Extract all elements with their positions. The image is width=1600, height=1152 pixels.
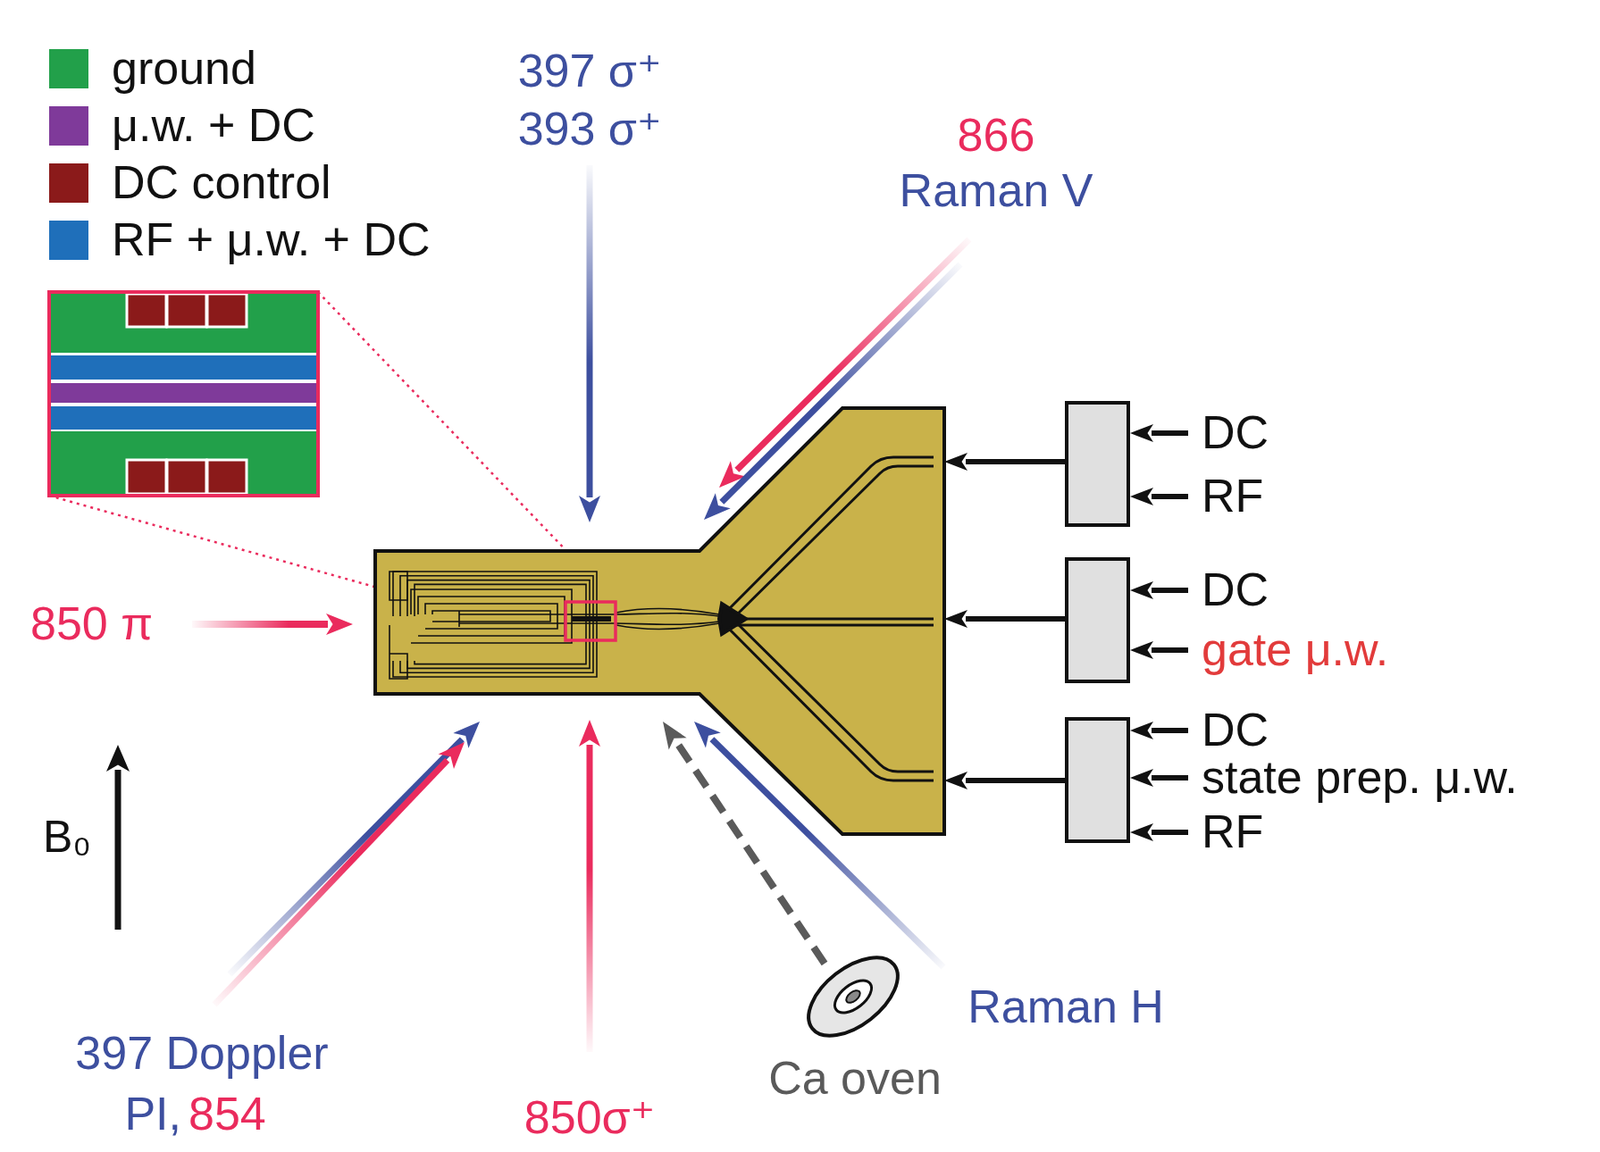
arrow-head <box>944 771 968 790</box>
wire <box>965 459 1067 465</box>
arrow-head <box>1130 823 1154 842</box>
beam-label: PI, <box>124 1089 182 1140</box>
field-label: B₀ <box>42 812 92 863</box>
arrow-head <box>1130 581 1154 600</box>
laser-beam <box>214 760 448 1006</box>
legend-entry: DC control <box>49 157 332 209</box>
arrow-head <box>326 613 353 636</box>
bias-tee-box <box>1066 559 1129 682</box>
arrow-head <box>944 610 968 629</box>
laser-beam <box>586 165 594 498</box>
wire <box>1151 775 1189 781</box>
arrow-head <box>1130 769 1154 788</box>
trap-chip <box>375 408 945 835</box>
arrow-head <box>1130 487 1154 506</box>
laser-beam <box>229 739 462 975</box>
legend-swatch <box>49 106 89 146</box>
laser-beam <box>721 264 961 503</box>
wire <box>965 616 1067 622</box>
wire <box>1151 829 1189 836</box>
beam-label: 850σ⁺ <box>524 1092 655 1144</box>
signal-name: state prep. μ.w. <box>1201 752 1518 804</box>
signal-name: gate μ.w. <box>1201 624 1389 676</box>
signal-name: DC <box>1201 407 1269 459</box>
arrow-head <box>1130 721 1154 740</box>
beam-label: 866 <box>957 109 1036 161</box>
signal-name: RF <box>1201 806 1264 858</box>
laser-beam <box>737 239 970 470</box>
bias-tee-box <box>1066 402 1129 526</box>
zoom-region <box>565 602 616 641</box>
arrow-head <box>944 452 968 471</box>
wire <box>1151 647 1189 654</box>
beam-label: 397 σ⁺ <box>518 45 662 97</box>
legend-swatch <box>49 163 89 203</box>
arrow-head <box>106 745 130 772</box>
laser-beam <box>586 745 594 1053</box>
legend-text: ground <box>111 42 257 94</box>
signal-name: DC <box>1201 704 1269 756</box>
legend-text: μ.w. + DC <box>111 100 316 151</box>
legend-text: DC control <box>111 157 332 209</box>
legend-entry: μ.w. + DC <box>49 100 316 151</box>
signal-name: RF <box>1201 470 1264 522</box>
wire <box>1151 494 1189 500</box>
electrode-inset <box>49 292 319 496</box>
arrow-head <box>452 721 480 749</box>
beam-label: Raman V <box>899 165 1094 217</box>
laser-beam <box>192 620 328 629</box>
wire <box>965 778 1067 784</box>
arrow-head <box>1130 641 1154 660</box>
wire <box>1151 430 1189 436</box>
arrow-head <box>1130 424 1154 443</box>
legend-entry: ground <box>49 42 257 94</box>
legend-swatch <box>49 49 89 89</box>
legend-text: RF + μ.w. + DC <box>111 214 430 266</box>
legend-swatch <box>49 220 89 260</box>
drawing <box>49 165 1189 1053</box>
arrow-head <box>662 721 687 751</box>
calcium-oven <box>795 942 913 1052</box>
legend-entry: RF + μ.w. + DC <box>49 214 430 266</box>
beam-label: Raman H <box>967 981 1165 1033</box>
signal-name: DC <box>1201 564 1269 616</box>
beam-label: 850 π <box>30 598 153 650</box>
arrow-head <box>578 495 601 523</box>
arrow-head <box>438 742 465 770</box>
bias-tee-box <box>1066 719 1129 842</box>
beam-label: 397 Doppler <box>75 1028 328 1080</box>
part-label: Ca oven <box>768 1053 942 1105</box>
beam-label: 393 σ⁺ <box>518 103 662 155</box>
arrow-head <box>694 721 721 749</box>
atom-beam <box>677 742 825 964</box>
wire <box>1151 728 1189 734</box>
arrow-head <box>703 493 731 520</box>
field-arrow <box>115 770 122 930</box>
arrow-head <box>578 720 601 747</box>
wire <box>1151 587 1189 594</box>
beam-label: 854 <box>188 1089 267 1140</box>
